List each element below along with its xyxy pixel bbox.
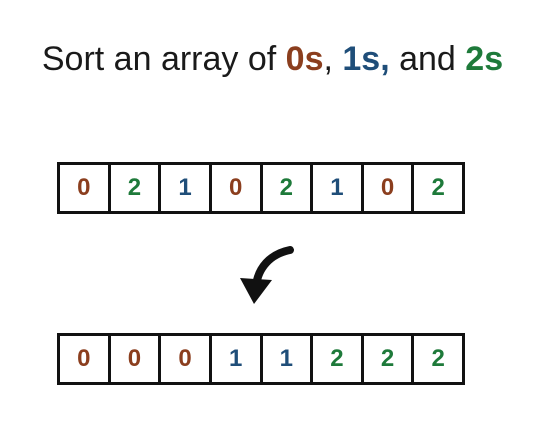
curved-arrow-down-icon [240,246,294,304]
sorted-cell: 2 [364,336,415,382]
page-title: Sort an array of 0s, 1s, and 2s [0,40,545,79]
sorted-cell: 0 [161,336,212,382]
sorted-cell: 1 [212,336,263,382]
title-twos: 2s [465,40,504,78]
input-cell: 1 [161,165,212,211]
title-ones: 1s, [342,40,390,78]
sorted-cell: 1 [263,336,314,382]
title-zeros: 0s [285,40,324,78]
title-prefix: Sort an array of [41,40,286,78]
input-cell: 0 [212,165,263,211]
title-sep2: and [389,40,466,78]
input-cell: 0 [364,165,415,211]
input-cell: 1 [313,165,364,211]
sorted-cell: 0 [111,336,162,382]
sorted-array: 0 0 0 1 1 2 2 2 [57,333,465,385]
sorted-cell: 2 [431,345,445,372]
sorted-cell: 2 [313,336,364,382]
input-cell: 2 [263,165,314,211]
input-cell: 2 [431,174,445,201]
input-cell: 0 [60,165,111,211]
title-sep1: , [323,40,343,78]
input-array: 0 2 1 0 2 1 0 2 [57,162,465,214]
sorted-cell: 0 [60,336,111,382]
input-cell: 2 [111,165,162,211]
